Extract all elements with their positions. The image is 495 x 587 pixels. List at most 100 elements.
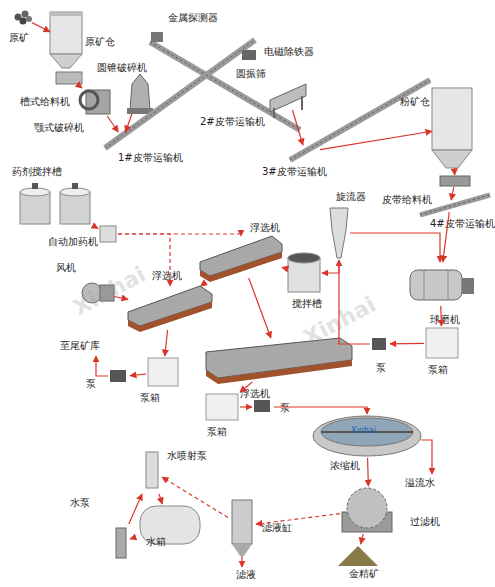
raw-ore-icon: [15, 11, 33, 25]
equipment-label: 1#皮带运输机: [118, 152, 183, 164]
bin-top: [50, 12, 82, 16]
flow-arrow: [339, 260, 370, 344]
thickener-water: [321, 418, 413, 446]
equipment-label: 原矿仓: [85, 36, 115, 48]
pump-icon: [372, 338, 386, 350]
equipment-label: 电磁除铁器: [264, 46, 314, 58]
agitation-tank: 搅拌槽: [286, 252, 322, 294]
equipment-label: 泵箱: [207, 426, 227, 438]
water-tank: 水箱: [136, 504, 202, 548]
jet-pump-icon: [146, 452, 158, 488]
tailings-arrow: [96, 356, 108, 376]
dosing-machine: 自动加药机: [98, 224, 118, 244]
slurry-pump: 泵: [108, 368, 130, 386]
water-pump-icon: [116, 528, 126, 558]
filter-drum: [347, 488, 387, 528]
agitator-top: [288, 253, 320, 263]
belt-feeder-icon: [440, 176, 470, 186]
dosing-machine-icon: [100, 226, 116, 242]
flow-arrow: [443, 212, 449, 262]
flow-arrow: [367, 458, 369, 486]
flow-arrow: [256, 514, 340, 525]
equipment-label: 浮选机: [240, 388, 270, 400]
belt-conveyor: 2#皮带运输机: [250, 100, 280, 114]
belt-conveyor: 4#皮带运输机: [430, 200, 470, 212]
equipment-label: 旋流器: [336, 191, 366, 203]
flow-arrow: [240, 382, 252, 392]
tank-body: [60, 192, 90, 224]
equipment-label: 圆锥破碎机: [97, 62, 147, 74]
water-jet-pump: 水喷射泵: [142, 448, 162, 494]
equipment-label: 原矿: [9, 32, 29, 44]
flow-note: 溢流水: [405, 478, 435, 488]
flow-arrow: [32, 23, 50, 32]
flow-arrow: [114, 296, 128, 299]
mill-band: [424, 270, 425, 300]
magnet-icon: [242, 50, 256, 60]
tank-body: [20, 192, 50, 224]
tank-top: [20, 188, 50, 196]
equipment-label: 搅拌槽: [292, 298, 322, 310]
tank-motor: [32, 183, 38, 189]
equipment-label: 泵: [280, 402, 290, 414]
screen-leg: [301, 96, 303, 110]
equipment-label: 金精矿: [349, 568, 379, 580]
equipment-label: 风机: [56, 262, 76, 274]
belt-feeder: 皮带给料机: [440, 175, 470, 187]
flow-arrow: [162, 477, 228, 517]
conveyor-belt: [290, 80, 430, 160]
equipment-label: 泵: [86, 378, 96, 390]
tank-motor: [72, 183, 78, 189]
flow-arrow: [451, 187, 454, 200]
flow-arrow: [274, 407, 367, 414]
flow-arrow: [118, 234, 241, 236]
vibrating-screen: 圆振筛: [270, 80, 306, 110]
ball-mill-icon: [410, 270, 462, 300]
flow-note: 滤液: [236, 570, 256, 580]
concentrate-pile: 金精矿: [338, 544, 378, 566]
cone-crusher-icon: [130, 74, 150, 110]
tank-top: [60, 188, 90, 196]
jaw-crusher: 颚式破碎机: [82, 86, 112, 116]
flotation-base: [206, 360, 352, 384]
equipment-label: 水箱: [146, 536, 166, 548]
flow-arrow: [129, 494, 142, 524]
equipment-label: 泵箱: [428, 364, 448, 376]
flow-arrow: [240, 406, 252, 407]
equipment-label: 泵: [376, 362, 386, 374]
iron-remover: 电磁除铁器: [240, 48, 258, 62]
watermark: Xinhai: [70, 263, 149, 319]
bin-body: [50, 12, 82, 54]
flotation-base: [128, 302, 212, 332]
flow-arrow: [320, 131, 432, 149]
flow-arrow: [350, 233, 440, 262]
pump-box: 泵箱: [424, 326, 460, 360]
pump-box: 泵箱: [146, 356, 180, 388]
bin-funnel: [50, 54, 82, 68]
filtrate-arrow: [241, 556, 242, 567]
equipment-label: 过滤机: [410, 516, 440, 528]
flow-arrow: [107, 116, 118, 132]
flotation-machine: 浮选机: [205, 338, 353, 382]
flow-arrow: [201, 278, 212, 286]
flow-arrow: [454, 168, 456, 175]
mill-band: [448, 270, 449, 300]
flow-arrow: [93, 226, 98, 229]
cone-crusher: 圆锥破碎机: [126, 74, 152, 114]
pump-box-icon: [426, 328, 458, 358]
metal-detector: 金属探测器: [150, 30, 164, 44]
ore-bin: 原矿仓: [50, 12, 82, 68]
filtrate-funnel: [232, 544, 252, 556]
equipment-label: 水泵: [70, 497, 90, 509]
equipment-label: 浓缩机: [330, 460, 360, 472]
flow-arrow: [118, 234, 170, 286]
raw-ore: 原矿: [14, 10, 32, 26]
equipment-label: 4#皮带运输机: [430, 218, 495, 230]
hydrocyclone: 旋流器: [328, 206, 350, 260]
ball-mill: 球磨机: [405, 262, 475, 306]
flow-arrow: [77, 84, 82, 88]
pump-box-icon: [206, 394, 238, 420]
flow-arrow: [165, 330, 168, 356]
flow-arrow: [159, 494, 162, 504]
